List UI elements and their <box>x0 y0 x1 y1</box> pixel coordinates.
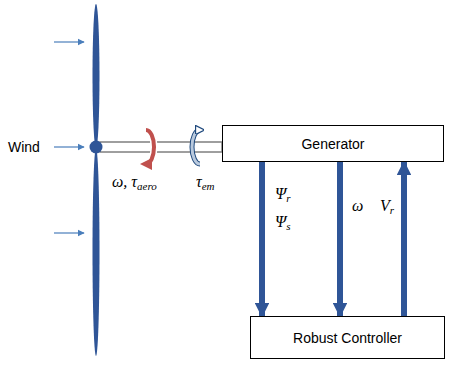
signal-label: Vr <box>380 196 394 217</box>
em-torque-label: τem <box>196 172 215 193</box>
torque-curl-back <box>146 130 154 164</box>
em-torque-arrow <box>192 130 200 164</box>
node-text: Generator <box>295 136 370 152</box>
shaft <box>100 142 222 152</box>
rotor-blade <box>93 148 100 356</box>
wind-arrow <box>54 232 84 233</box>
aero-torque-label: ω, τaero <box>112 172 157 193</box>
generator-box: Generator <box>222 125 444 162</box>
em-torque-outline <box>192 130 200 164</box>
controller-box: Robust Controller <box>250 316 445 359</box>
rotor-blade <box>93 4 100 148</box>
wind-arrow <box>54 146 84 147</box>
rotor-hub <box>90 141 103 154</box>
wind-arrow <box>54 41 84 42</box>
wind-label: Wind <box>8 139 40 156</box>
signal-arrow <box>337 162 343 316</box>
node-text: Robust Controller <box>287 330 408 346</box>
signal-arrow <box>259 162 265 316</box>
signal-label: Ψr Ψs <box>275 180 297 235</box>
aero-torque-arrow <box>146 130 154 164</box>
signal-arrow <box>401 162 407 316</box>
signal-label: ω <box>352 196 363 215</box>
